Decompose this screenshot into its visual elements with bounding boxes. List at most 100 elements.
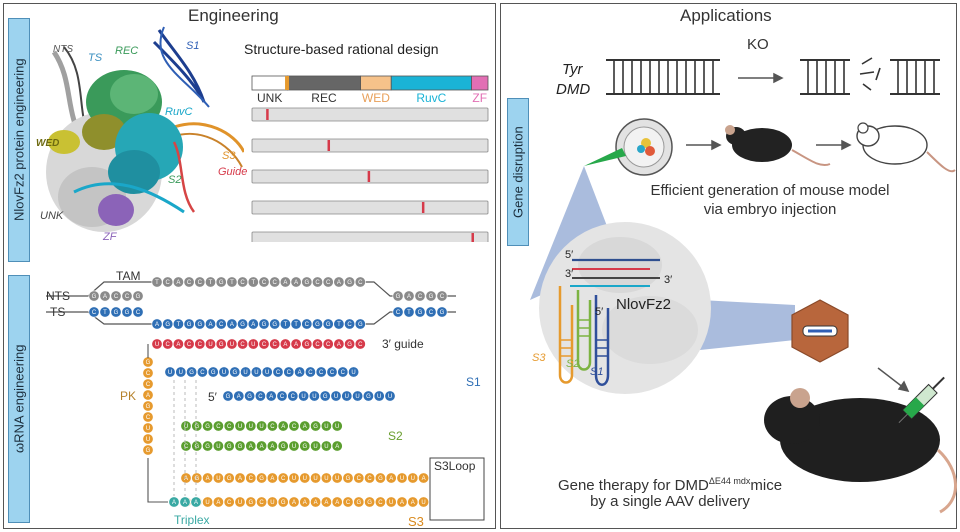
nucleotide-letter: T [251,280,255,286]
nucleotide [298,390,310,402]
nucleotide-letter: G [378,476,383,482]
nucleotide [99,290,111,302]
applications-title: Applications [680,6,772,25]
nucleotide-letter: G [366,394,371,400]
nucleotide [436,290,448,302]
nucleotide [223,472,235,484]
nucleotide-letter: U [270,500,274,506]
nucleotide-letter: U [216,476,220,482]
s2-label: S2 [388,429,403,443]
nucleotide-letter: C [326,280,331,286]
nucleotide-letter: U [411,476,415,482]
tag-ruvc: RuvC [165,106,193,118]
nucleotide-letter: G [194,424,199,430]
nucleotide-letter: A [216,500,220,506]
nucleotide [304,366,316,378]
nucleotide-letter: C [315,280,320,286]
nucleotide-letter: G [205,444,210,450]
nucleotide-letter: U [155,342,159,348]
nucleotide [202,496,214,508]
complex-5prime-top: 5′ [565,249,574,261]
nucleotide-letter: U [292,444,296,450]
nucleotide [310,472,322,484]
nucleotide [277,440,289,452]
nucleotide [374,472,386,484]
nucleotide [407,472,419,484]
domain-label-rec: REC [311,91,337,105]
nucleotide [121,290,133,302]
nucleotide [311,318,323,330]
nucleotide [142,411,154,423]
nucleotide-letter: U [146,437,150,443]
nucleotide [212,440,224,452]
complex-3prime-top: 3′ [565,268,574,280]
nucleotide [310,496,322,508]
nucleotide [223,440,235,452]
nucleotide-letter: A [303,424,307,430]
nucleotide [234,472,246,484]
nucleotide [331,472,343,484]
nucleotide-letter: G [125,310,130,316]
nucleotide [287,390,299,402]
nucleotide-letter: C [429,310,434,316]
tag-s2: S2 [168,174,182,186]
nucleotide-letter: A [335,444,339,450]
nucleotide-letter: A [335,500,339,506]
nucleotide [277,420,289,432]
nucleotide-letter: G [187,322,192,328]
nucleotide-letter: C [114,294,119,300]
nucleotide-letter: C [166,280,171,286]
nucleotide [322,318,334,330]
nucleotide [215,318,227,330]
nucleotide-letter: G [197,322,202,328]
nucleotide-letter: U [146,426,150,432]
nucleotide-letter: G [304,342,309,348]
nucleotide-letter: U [324,424,328,430]
nucleotide-letter: A [324,500,328,506]
nucleotide [392,306,404,318]
nucleotide [425,290,437,302]
nucleotide [202,440,214,452]
nucleotide [191,440,203,452]
nucleotide [151,318,163,330]
nucleotide-letter: C [330,370,335,376]
nucleotide-letter: G [396,294,401,300]
nucleotide [342,496,354,508]
nucleotide-letter: U [222,370,226,376]
nucleotide [392,290,404,302]
nucleotide [172,338,184,350]
nucleotide-letter: A [283,342,287,348]
nucleotide [330,390,342,402]
nucleotide-letter: C [187,280,192,286]
nucleotide [301,338,313,350]
nucleotide [299,472,311,484]
nucleotide [237,318,249,330]
mutation-mark [471,233,474,242]
nucleotide-letter: G [347,342,352,348]
nucleotide [212,420,224,432]
tag-nts: NTS [53,44,73,55]
protein-structure-illustration [46,26,244,232]
nucleotide [218,366,230,378]
nucleotide-letter: C [281,476,286,482]
nucleotide [226,276,238,288]
nucleotide [205,338,217,350]
nucleotide [266,420,278,432]
domain-label-unk: UNK [257,91,282,105]
nucleotide-letter: A [184,476,188,482]
nucleotide [240,366,252,378]
nucleotide-letter: A [400,500,404,506]
nucleotide-letter: C [136,310,141,316]
nucleotide-letter: C [308,370,313,376]
nucleotide [396,496,408,508]
nucleotide-letter: U [265,370,269,376]
nucleotide-letter: G [232,370,237,376]
nucleotide [180,440,192,452]
nucleotide [142,444,154,456]
nucleotide [142,433,154,445]
nucleotide [279,338,291,350]
caption-embryo-line1: Efficient generation of mouse model [650,182,890,199]
nucleotide [245,496,257,508]
nucleotide-letter: C [358,280,363,286]
